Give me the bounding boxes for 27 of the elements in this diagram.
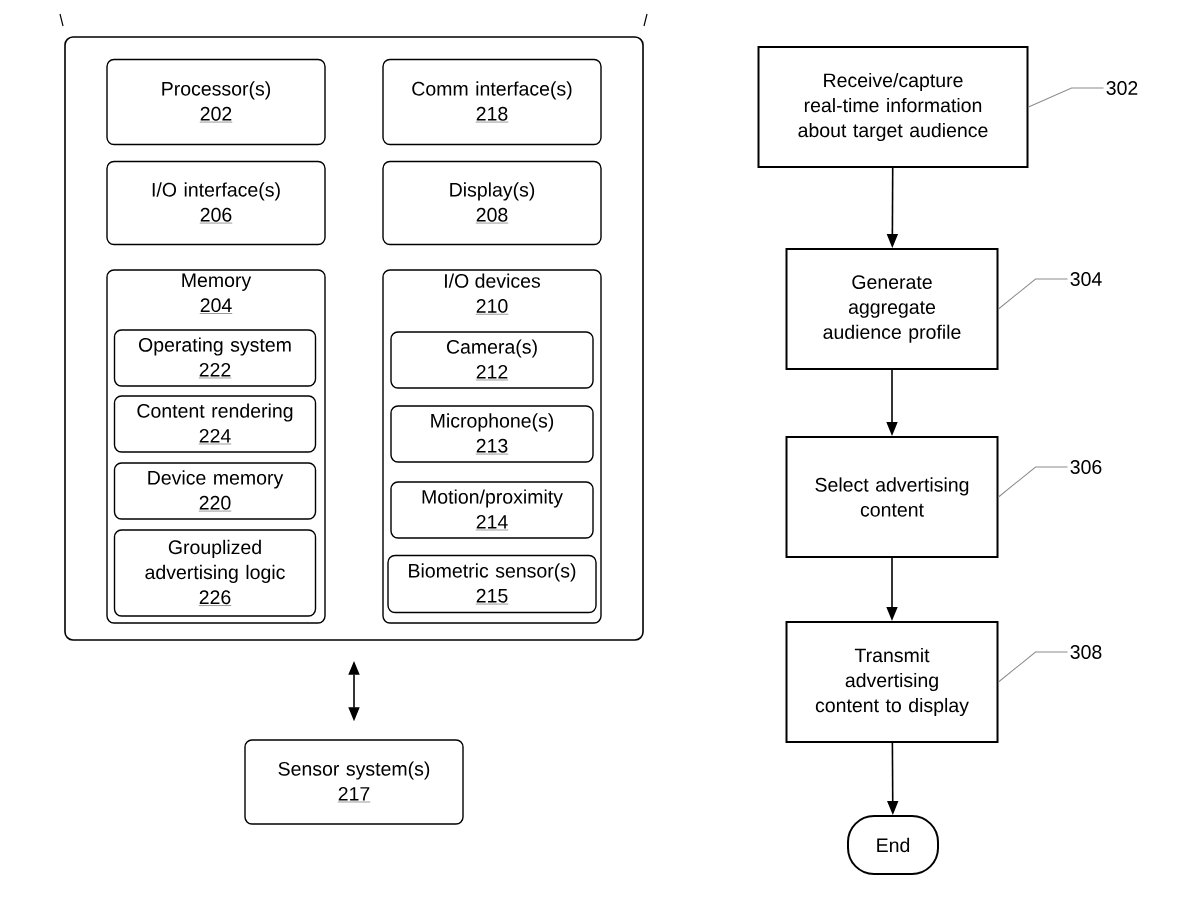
reference-number: 304 (1070, 272, 1102, 286)
component-box: Operating system 222 (113, 329, 317, 387)
reference-number: 302 (1106, 81, 1138, 95)
terminal-box: End (847, 815, 939, 875)
component-box: Motion/proximity 214 (390, 481, 594, 539)
component-box: Biometric sensor(s) 215 (387, 554, 597, 614)
component-box: Display(s) 208 (382, 160, 602, 246)
component-box: Device memory 220 (113, 462, 317, 520)
component-box: Processor(s) 202 (106, 58, 326, 146)
component-box: Sensor system(s) 217 (244, 739, 464, 825)
leader-line (1028, 87, 1105, 108)
component-box: Content rendering 224 (113, 395, 317, 453)
component-box: I/O interface(s) 206 (106, 160, 326, 246)
leader-line (998, 466, 1069, 498)
process-box: Transmit advertising content to display (785, 621, 999, 743)
device-box (64, 36, 644, 641)
process-box: Receive/capture real-time information about target audience (757, 46, 1029, 168)
process-box: Select advertising content (785, 436, 999, 558)
reference-number: 308 (1070, 645, 1102, 659)
component-box: Camera(s) 212 (390, 331, 594, 389)
leader-line (998, 651, 1069, 683)
component-box: Grouplized advertising logic 226 (113, 529, 317, 617)
component-box: Comm interface(s) 218 (382, 58, 602, 146)
component-box: Microphone(s) 213 (390, 405, 594, 463)
leader-line (998, 278, 1069, 310)
process-box: Generate aggregate audience profile (785, 248, 999, 370)
reference-number: 306 (1070, 460, 1102, 474)
